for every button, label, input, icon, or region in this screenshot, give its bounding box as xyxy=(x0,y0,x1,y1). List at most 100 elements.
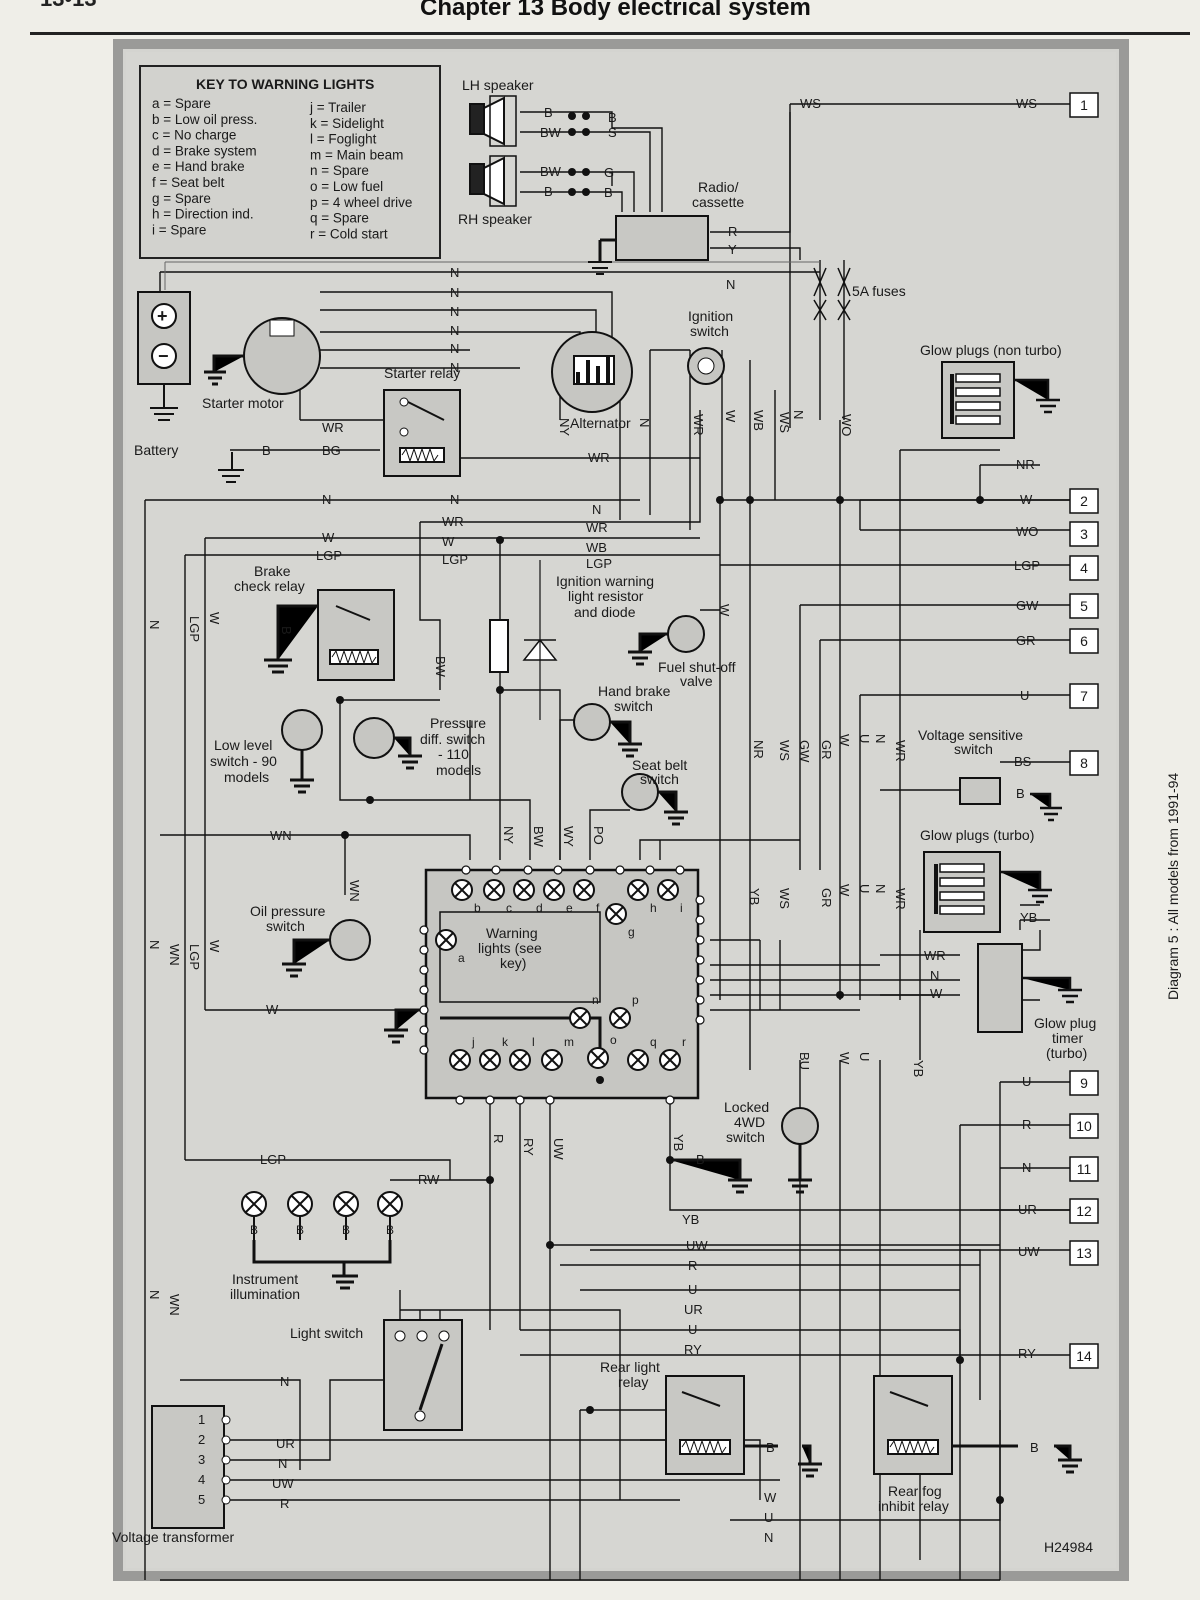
wire-label: NY xyxy=(501,826,516,844)
alternator-label: Alternator xyxy=(570,415,631,431)
svg-text:UR: UR xyxy=(276,1436,295,1451)
svg-text:W: W xyxy=(764,1490,777,1505)
wire-label: UW xyxy=(551,1138,566,1160)
svg-text:WN: WN xyxy=(270,828,292,843)
wire-label: U xyxy=(857,884,872,893)
wire-label: N xyxy=(873,734,888,743)
svg-text:LGP: LGP xyxy=(442,552,468,567)
svg-text:UW: UW xyxy=(686,1238,708,1253)
wire-label: LGP xyxy=(187,616,202,642)
key-item-m: m = Main beam xyxy=(310,147,403,162)
wire-label: W xyxy=(207,940,222,953)
terminal-8 xyxy=(1069,750,1099,776)
terminal-number: 9 xyxy=(1080,1075,1088,1091)
wire-label: WS xyxy=(777,740,792,761)
warning-lamp-m: m xyxy=(541,1035,574,1071)
svg-text:N: N xyxy=(930,968,939,983)
key-item-j: j = Trailer xyxy=(309,100,366,115)
terminal-12 xyxy=(1069,1198,1099,1224)
wire-label: WB xyxy=(751,410,766,431)
wire-label: WS xyxy=(777,412,792,433)
rh-speaker xyxy=(469,155,517,207)
warning-lamp-n: n xyxy=(569,993,599,1029)
wire-label: N xyxy=(637,418,652,427)
svg-text:GR: GR xyxy=(1016,633,1036,648)
warning-lamp-letter: f xyxy=(596,901,600,915)
svg-text:B: B xyxy=(1030,1440,1039,1455)
wire-label: N xyxy=(147,620,162,629)
wire-label: W xyxy=(207,612,222,625)
press-diff-label-3: - 110 xyxy=(438,746,469,762)
key-item-h: h = Direction ind. xyxy=(152,207,254,222)
warning-lamp-d: d xyxy=(513,879,543,915)
rear-light-relay-label: Rear light xyxy=(600,1359,660,1375)
key-item-n: n = Spare xyxy=(310,163,369,178)
svg-text:N: N xyxy=(278,1456,287,1471)
locked-4wd-label-3: switch xyxy=(726,1129,765,1145)
svg-text:UR: UR xyxy=(1018,1202,1037,1217)
voltage-switch-label-2: switch xyxy=(954,741,993,757)
terminal-number: 7 xyxy=(1080,688,1088,704)
svg-text:B: B xyxy=(544,184,553,199)
warning-lamp-letter: o xyxy=(610,1033,617,1047)
low-level-switch xyxy=(281,709,323,794)
oil-pressure-label-2: switch xyxy=(266,918,305,934)
glow-plugs-turbo xyxy=(923,851,1052,933)
svg-text:YB: YB xyxy=(1020,910,1037,925)
wire-label: LGP xyxy=(187,944,202,970)
voltage-switch-label: Voltage sensitive xyxy=(918,727,1023,743)
locked-4wd-switch xyxy=(670,1107,819,1194)
warning-lamp-letter: q xyxy=(650,1035,657,1049)
svg-text:W: W xyxy=(266,1002,279,1017)
vt-pin-4: 4 xyxy=(198,1472,205,1487)
warning-lamp-k: k xyxy=(479,1035,509,1071)
svg-text:B: B xyxy=(608,110,617,125)
hand-brake-switch xyxy=(573,703,642,758)
terminal-number: 5 xyxy=(1080,598,1088,614)
warning-lamp-letter: i xyxy=(680,901,683,915)
key-title: KEY TO WARNING LIGHTS xyxy=(196,76,374,92)
illum-lamp-b: B xyxy=(250,1223,258,1237)
fuel-shutoff-valve xyxy=(628,615,705,666)
header-rule xyxy=(30,32,1190,35)
svg-text:N: N xyxy=(450,265,459,280)
warning-lamp-i: i xyxy=(657,879,683,915)
svg-text:YB: YB xyxy=(682,1212,699,1227)
svg-text:WS: WS xyxy=(800,96,821,111)
wire-label: W xyxy=(837,1052,852,1065)
warning-lights-label-3: key) xyxy=(500,955,526,971)
radio-label-2: cassette xyxy=(692,194,744,210)
wire-label: W xyxy=(837,734,852,747)
low-level-label-3: models xyxy=(224,769,269,785)
svg-text:R: R xyxy=(280,1496,289,1511)
svg-text:WR: WR xyxy=(924,948,946,963)
pressure-diff-switch xyxy=(353,717,422,770)
diagram-code: H24984 xyxy=(1044,1539,1093,1555)
warning-lamp-g: g xyxy=(605,903,635,939)
warning-lamp-b: b xyxy=(451,879,481,915)
rear-fog-label-2: inhibit relay xyxy=(878,1498,949,1514)
warning-lamp-letter: h xyxy=(650,901,657,915)
svg-text:WR: WR xyxy=(588,450,610,465)
terminal-number: 12 xyxy=(1076,1203,1092,1219)
rear-light-relay xyxy=(665,1375,822,1478)
svg-text:W: W xyxy=(322,530,335,545)
wire-label: W xyxy=(837,884,852,897)
key-item-l: l = Foglight xyxy=(310,132,377,147)
warning-lamp-letter: d xyxy=(536,901,543,915)
terminal-number: 14 xyxy=(1076,1348,1092,1364)
terminal-number: 11 xyxy=(1077,1161,1092,1177)
warning-lamp-r: r xyxy=(659,1035,686,1071)
svg-text:R: R xyxy=(688,1258,697,1273)
key-item-k: k = Sidelight xyxy=(310,116,384,131)
warning-lights-label: Warning xyxy=(486,925,538,941)
wire-label: WR xyxy=(691,414,706,436)
terminal-5 xyxy=(1069,593,1099,619)
wires xyxy=(144,103,1070,1581)
svg-text:UW: UW xyxy=(1018,1244,1040,1259)
voltage-transformer-label: Voltage transformer xyxy=(112,1529,235,1545)
wire-label: N xyxy=(873,884,888,893)
svg-text:S: S xyxy=(608,125,617,140)
wire-label: WN xyxy=(167,1294,182,1316)
